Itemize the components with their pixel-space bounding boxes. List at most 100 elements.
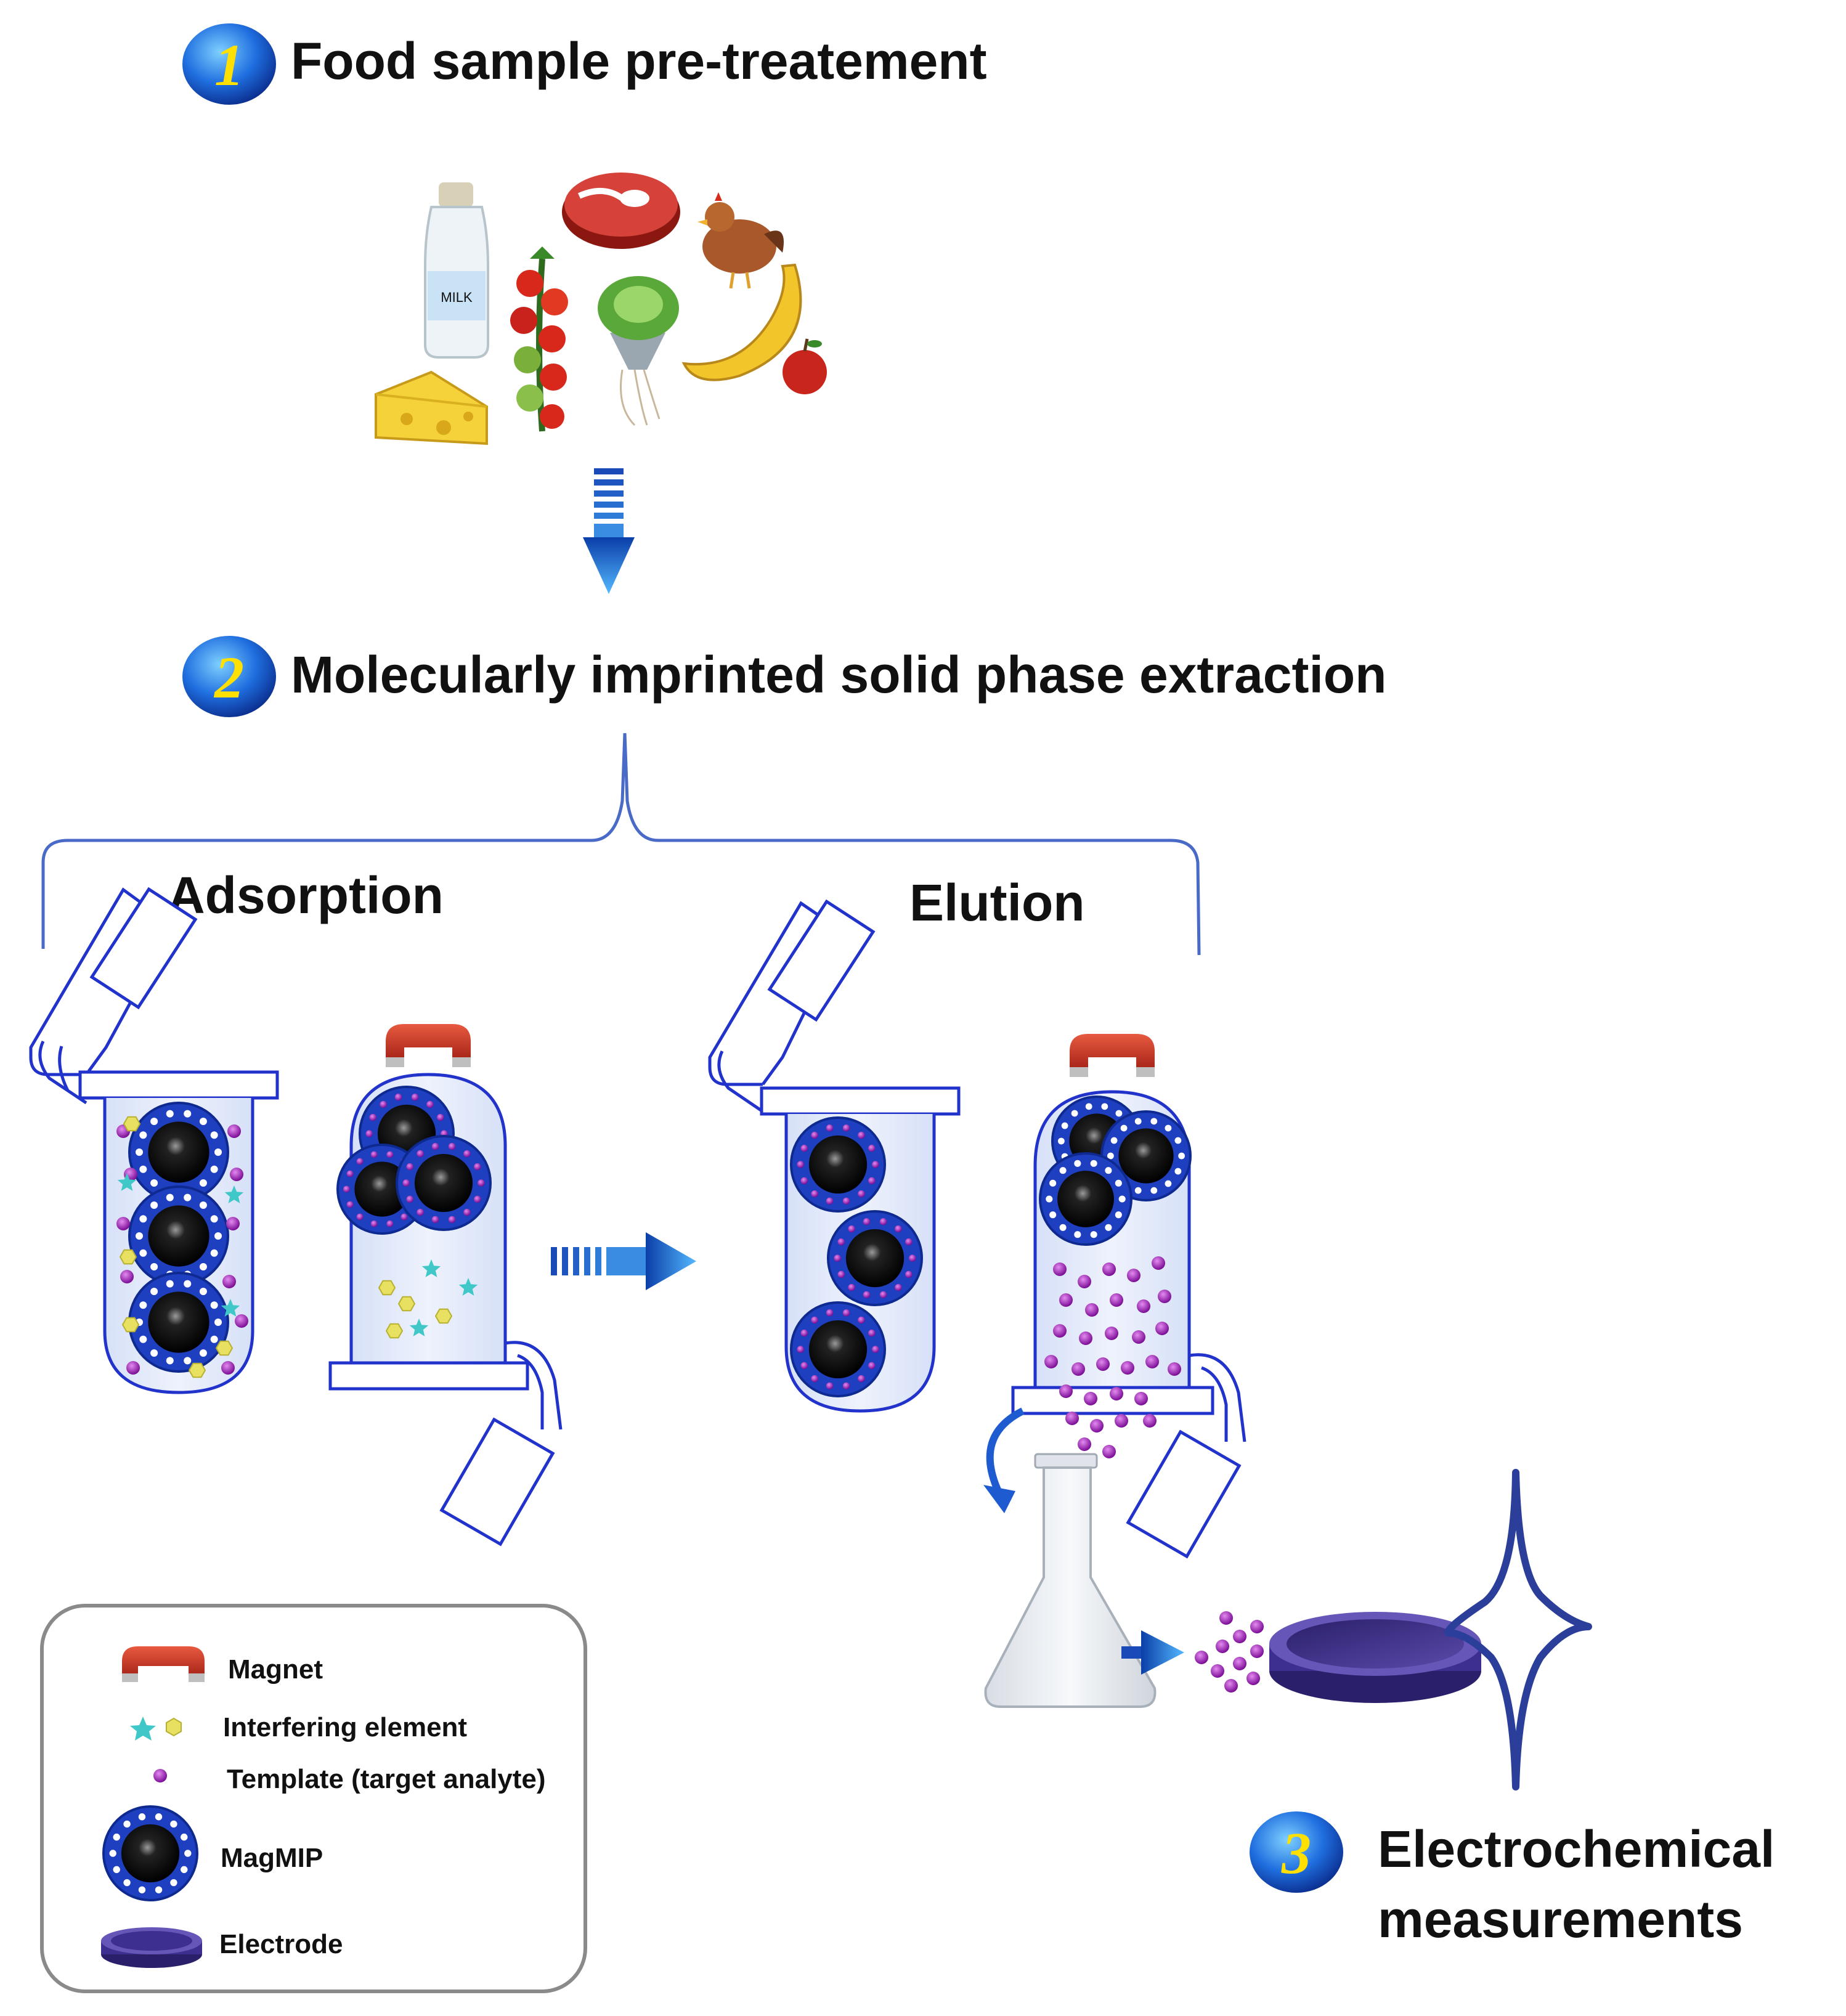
template-dot: [1143, 1414, 1157, 1428]
template-dot: [1090, 1419, 1104, 1433]
step-3-title-line1: Electrochemical: [1378, 1820, 1775, 1878]
template-dot: [1121, 1361, 1134, 1375]
curved-arrow-icon: [986, 1407, 1025, 1493]
template-dot: [1168, 1362, 1181, 1376]
down-arrow-icon: [583, 468, 635, 594]
magmip-icon: [827, 1210, 923, 1306]
legend-magnet-icon: [122, 1646, 205, 1682]
legend-electrode-icon: [101, 1927, 202, 1968]
template-dot: [1145, 1355, 1159, 1368]
lettuce-icon: [598, 276, 679, 426]
step-3-header: 3 Electrochemical measurements: [1250, 1811, 1775, 1948]
meat-steak-icon: [562, 173, 680, 249]
erlenmeyer-flask: [984, 1453, 1157, 1708]
template-dot: [1152, 1256, 1165, 1270]
template-dot: [1105, 1327, 1118, 1340]
chicken-icon: [697, 192, 784, 289]
template-dot: [1233, 1630, 1246, 1643]
interfering-hex: [397, 1296, 416, 1312]
template-dot: [126, 1361, 140, 1375]
step-1-header: 1 Food sample pre-treatement: [182, 23, 987, 105]
milk-bottle-icon: MILK: [424, 182, 489, 359]
step-3-title-line2: measurements: [1378, 1890, 1743, 1948]
template-dot: [1065, 1412, 1079, 1425]
legend: Magnet Interfering element Template (tar…: [40, 1604, 587, 1993]
template-dot: [1115, 1414, 1128, 1428]
template-dot: [1132, 1330, 1145, 1344]
template-dot: [1053, 1324, 1067, 1338]
magmip-icon: [128, 1185, 229, 1286]
step-3-badge: [1250, 1811, 1343, 1893]
template-dot: [1079, 1331, 1092, 1345]
step-2-badge: [182, 636, 276, 717]
template-dot: [226, 1217, 240, 1230]
legend-template-icon: [153, 1769, 167, 1782]
cheese-icon: [375, 370, 488, 445]
adsorption-tube-2: [328, 1024, 563, 1547]
magnet-icon: [1070, 1034, 1155, 1077]
template-dot: [1084, 1392, 1097, 1405]
template-dot: [1224, 1679, 1238, 1693]
interfering-star: [224, 1185, 244, 1203]
template-dot: [1155, 1322, 1169, 1335]
template-dot: [230, 1168, 243, 1181]
legend-box: [40, 1604, 587, 1993]
template-dot: [1110, 1387, 1123, 1400]
interfering-elements: [117, 1116, 478, 1378]
template-dot: [1250, 1644, 1264, 1658]
legend-template-label: Template (target analyte): [227, 1764, 546, 1794]
interfering-hex: [123, 1116, 141, 1132]
interfering-star: [221, 1299, 240, 1317]
template-dot: [1246, 1672, 1260, 1685]
elution-label: Elution: [909, 874, 1085, 932]
phase-bracket: [41, 733, 1201, 956]
banana-icon: [681, 263, 802, 381]
food-samples: MILK: [375, 173, 827, 445]
template-dot: [1053, 1262, 1067, 1276]
step-1-badge: [182, 23, 276, 105]
interfering-hex: [121, 1317, 140, 1333]
template-dot: [1071, 1362, 1085, 1376]
adsorption-label: Adsorption: [168, 866, 444, 924]
template-dot: [1110, 1293, 1123, 1307]
tomatoes-icon: [510, 246, 568, 432]
template-dot: [1059, 1384, 1073, 1398]
magmip-icon: [102, 1805, 198, 1901]
interfering-hex: [434, 1308, 453, 1324]
flask-arrow-icon: [1121, 1630, 1184, 1675]
template-dot: [1219, 1611, 1233, 1625]
legend-interfering-label: Interfering element: [223, 1712, 467, 1742]
step-2-number: 2: [213, 644, 244, 710]
voltammogram: [1444, 1469, 1592, 1790]
template-dot: [1096, 1357, 1110, 1371]
right-arrow-icon: [551, 1232, 696, 1290]
template-dot: [1216, 1640, 1229, 1653]
template-dot: [116, 1217, 130, 1230]
template-dot: [1211, 1664, 1224, 1678]
magmip-icon: [396, 1135, 492, 1231]
template-dot: [1102, 1262, 1116, 1276]
magmip-icon: [128, 1102, 229, 1203]
apple-icon: [783, 338, 827, 394]
template-dot: [1044, 1355, 1058, 1368]
template-dot: [1134, 1392, 1148, 1405]
template-dot: [120, 1270, 134, 1283]
template-dot: [227, 1124, 241, 1138]
template-dot: [1102, 1445, 1116, 1458]
step-3-number: 3: [1281, 1820, 1311, 1886]
step-2-header: 2 Molecularly imprinted solid phase extr…: [182, 636, 1386, 717]
template-dot: [1059, 1293, 1073, 1307]
step-1-title: Food sample pre-treatement: [291, 32, 987, 90]
template-dot: [1233, 1657, 1246, 1670]
template-dot: [1078, 1437, 1091, 1451]
legend-magmip-icon: [102, 1805, 198, 1901]
step-1-number: 1: [214, 32, 244, 98]
interfering-hex: [119, 1249, 137, 1265]
magmip-icon: [128, 1272, 229, 1373]
template-dot: [235, 1314, 248, 1328]
interfering-hex: [188, 1362, 206, 1378]
magmip-icon: [790, 1116, 886, 1213]
interfering-star: [458, 1278, 478, 1296]
template-dot: [1127, 1269, 1141, 1282]
